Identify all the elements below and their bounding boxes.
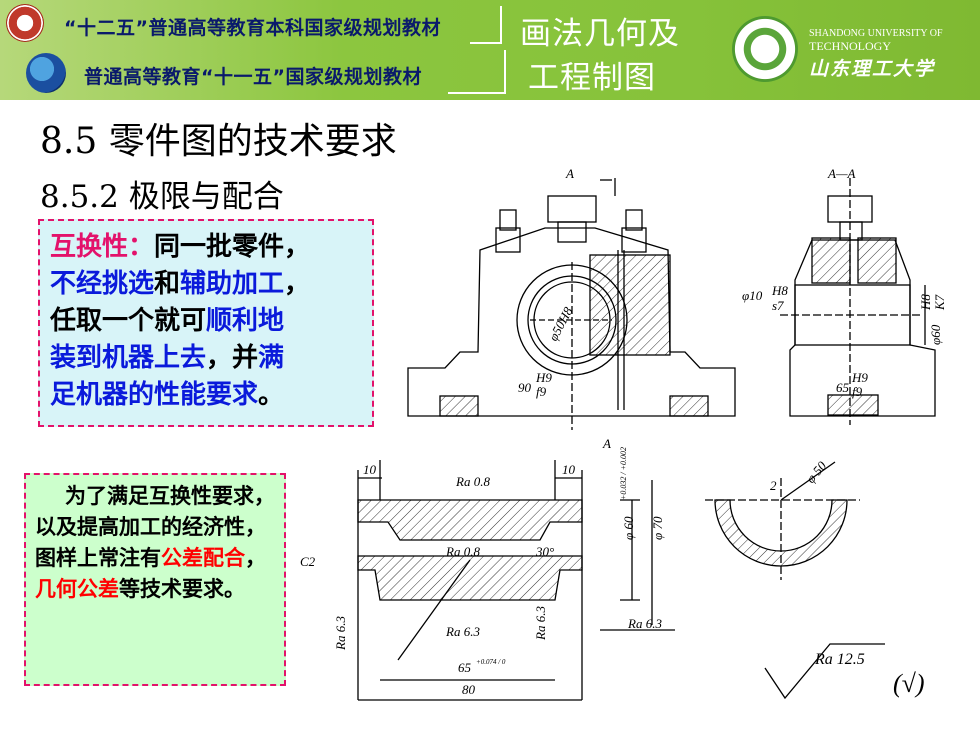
dim-phi50-h8: φ50H8 xyxy=(545,304,575,343)
university-name-en-2: TECHNOLOGY xyxy=(809,39,891,53)
tolerance-65: +0.074 / 0 xyxy=(476,658,506,666)
roughness-ra63: Ra 6.3 xyxy=(533,606,548,641)
roughness-ra63: Ra 6.3 xyxy=(627,616,662,631)
dim-65: 65 xyxy=(836,380,850,395)
roughness-ra125: Ra 12.5 xyxy=(814,651,865,668)
dim-80: 80 xyxy=(462,682,476,697)
fit-k7: K7 xyxy=(932,294,947,311)
fit-h9: H9 xyxy=(851,370,868,385)
tolerance-phi60: +0.032 / +0.002 xyxy=(619,447,628,500)
slide-subtitle: 8.5.2 极限与配合 xyxy=(40,179,284,215)
header-banner: “十二五”普通高等教育本科国家级规划教材 普通高等教育“十一五”国家级规划教材 … xyxy=(0,0,980,100)
header-divider xyxy=(504,50,506,94)
header-line-2: 普通高等教育“十一五”国家级规划教材 xyxy=(84,66,422,88)
dim-2: 2 xyxy=(770,478,777,493)
slide-title: 8.5 零件图的技术要求 xyxy=(40,121,397,162)
roughness-ra63: Ra 6.3 xyxy=(445,624,480,639)
bearing-front-view xyxy=(407,178,736,430)
header-divider xyxy=(448,92,506,94)
dim-phi10: φ10 xyxy=(742,288,763,303)
university-name-cn: 山东理工大学 xyxy=(809,58,936,80)
fit-h8: H8 xyxy=(771,283,788,298)
section-label-a: A xyxy=(602,436,611,451)
roughness-other-symbol: (√) xyxy=(893,669,925,698)
bushing-section xyxy=(357,460,675,701)
dim-phi60: φ60 xyxy=(928,324,943,345)
dim-phi50: φ 50 xyxy=(803,458,830,486)
bearing-side-view xyxy=(780,178,936,425)
university-badge-icon xyxy=(732,16,798,82)
half-bushing-view xyxy=(705,461,885,700)
interchangeability-box: 互换性：同一批零件， 不经挑选和辅助加工， 任取一个就可顺利地 装到机器上去，并… xyxy=(38,219,374,427)
roughness-ra08: Ra 0.8 xyxy=(445,544,480,559)
eleventh-plan-logo-icon xyxy=(26,53,66,93)
fit-h8: H8 xyxy=(918,294,933,311)
publisher-logo-icon xyxy=(6,4,44,42)
course-title-1: 画法几何及 xyxy=(520,16,680,52)
dim-90: 90 xyxy=(518,380,532,395)
fit-s7: s7 xyxy=(772,298,784,313)
university-name-en-1: SHANDONG UNIVERSITY OF xyxy=(809,28,943,39)
dim-phi60: φ 60 xyxy=(621,516,636,540)
chamfer-c2: C2 xyxy=(300,554,316,569)
angle-30: 30° xyxy=(535,544,554,559)
tolerance-note-box: 为了满足互换性要求，以及提高加工的经济性，图样上常注有公差配合，几何公差等技术要… xyxy=(24,473,286,686)
fit-f9: f9 xyxy=(536,384,547,399)
dim-10: 10 xyxy=(363,462,377,477)
course-title-2: 工程制图 xyxy=(528,60,656,96)
dim-phi70: φ 70 xyxy=(650,516,665,540)
header-divider xyxy=(470,42,502,44)
interchangeability-label: 互换性 xyxy=(50,232,129,262)
header-divider xyxy=(500,6,502,44)
dim-10: 10 xyxy=(562,462,576,477)
dim-65: 65 xyxy=(458,660,472,675)
fit-f9: f9 xyxy=(852,384,863,399)
section-label-a: A xyxy=(565,166,574,181)
header-line-1: “十二五”普通高等教育本科国家级规划教材 xyxy=(64,17,441,39)
roughness-ra08: Ra 0.8 xyxy=(455,474,490,489)
section-label-aa: A—A xyxy=(827,166,856,181)
fit-h9: H9 xyxy=(535,370,552,385)
roughness-ra63: Ra 6.3 xyxy=(333,616,348,651)
